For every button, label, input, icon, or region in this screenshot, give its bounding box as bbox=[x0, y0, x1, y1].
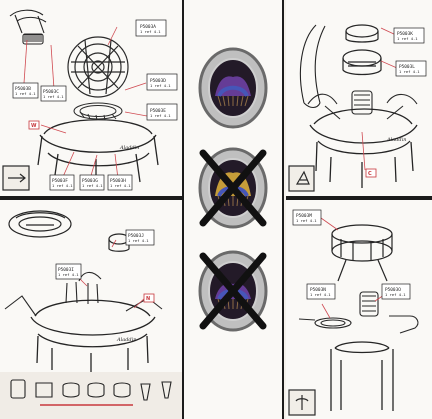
top-right-panel: P5003K 1 ref 4.1 P5003L 1 ref 4.1 C Alad… bbox=[286, 0, 432, 196]
burner-rib bbox=[236, 95, 239, 107]
flame-spreader-ring bbox=[73, 102, 123, 121]
burner-rib bbox=[217, 95, 222, 107]
marker-c: C bbox=[365, 168, 377, 178]
svg-text:1 ref 4.1: 1 ref 4.1 bbox=[296, 218, 317, 223]
svg-text:1 ref 4.1: 1 ref 4.1 bbox=[397, 36, 418, 41]
svg-text:1 ref 4.1: 1 ref 4.1 bbox=[52, 183, 73, 188]
cross-mark-line bbox=[199, 252, 267, 330]
svg-text:P5003G: P5003G bbox=[82, 178, 98, 184]
lamp-tools-strip bbox=[0, 372, 182, 419]
burner-top-illustration bbox=[67, 36, 129, 98]
part-label-p5003n: P5003N 1 ref 4.1 bbox=[306, 283, 336, 300]
svg-text:P5003B: P5003B bbox=[15, 86, 31, 92]
gallery-lid-illustration bbox=[8, 210, 72, 238]
top-right-corner-icon bbox=[288, 165, 315, 192]
gallery-ring-illustration bbox=[331, 224, 393, 282]
part-label-p5003g: P5003G 1 ref 4.1 bbox=[79, 174, 105, 191]
svg-text:1 ref 4.1: 1 ref 4.1 bbox=[150, 83, 171, 88]
svg-text:1 ref 4.1: 1 ref 4.1 bbox=[310, 292, 331, 297]
svg-text:Aladdin: Aladdin bbox=[116, 337, 136, 343]
svg-text:P5003A: P5003A bbox=[140, 24, 156, 30]
svg-text:P5003K: P5003K bbox=[397, 31, 413, 37]
chimney-removal-diagram: P5003K 1 ref 4.1 P5003L 1 ref 4.1 C Alad… bbox=[286, 0, 432, 196]
vertical-divider-right bbox=[282, 0, 284, 419]
svg-text:1 ref 4.1: 1 ref 4.1 bbox=[58, 272, 79, 277]
bottom-right-panel: P5003M 1 ref 4.1 P5003N 1 ref 4.1 P5003O… bbox=[286, 200, 432, 419]
svg-text:1 ref 4.1: 1 ref 4.1 bbox=[82, 183, 103, 188]
lamp-burner-assembly-diagram: P5003A 1 ref 4.1 P5003B 1 ref 4.1 P5003C… bbox=[0, 0, 182, 196]
bottom-right-corner-icon bbox=[288, 389, 316, 416]
svg-text:P5003N: P5003N bbox=[310, 287, 326, 293]
tool-and-hand-illustration bbox=[298, 315, 419, 334]
svg-text:P5003F: P5003F bbox=[52, 178, 68, 184]
flame-window-correct bbox=[198, 47, 268, 129]
svg-text:P5003M: P5003M bbox=[296, 213, 312, 219]
top-left-panel: P5003A 1 ref 4.1 P5003B 1 ref 4.1 P5003C… bbox=[0, 0, 182, 196]
svg-text:1 ref 4.1: 1 ref 4.1 bbox=[385, 292, 406, 297]
chimney-and-wick-installation-diagram: P5003I 1 ref 4.1 P5003J 1 ref 4.1 N bbox=[0, 200, 182, 419]
part-label-p5003k: P5003K 1 ref 4.1 bbox=[393, 27, 425, 44]
burner-rib bbox=[244, 95, 249, 107]
wick-raiser-illustration bbox=[314, 291, 379, 329]
svg-text:1 ref 4.1: 1 ref 4.1 bbox=[128, 238, 149, 243]
hand-held-wick-illustration bbox=[9, 9, 47, 45]
part-label-p5003e: P5003E 1 ref 4.1 bbox=[146, 103, 178, 121]
svg-text:1 ref 4.1: 1 ref 4.1 bbox=[43, 94, 64, 99]
burner-rib bbox=[240, 95, 244, 107]
bottom-left-corner-icon bbox=[2, 165, 30, 191]
flame-window-too-low bbox=[198, 250, 268, 332]
svg-text:1 ref 4.1: 1 ref 4.1 bbox=[110, 183, 131, 188]
flame-core bbox=[217, 85, 249, 98]
svg-text:Aladdin: Aladdin bbox=[386, 137, 406, 143]
part-label-p5003c: P5003C 1 ref 4.1 bbox=[40, 85, 67, 102]
svg-text:1 ref 4.1: 1 ref 4.1 bbox=[150, 113, 171, 118]
middle-flame-panel bbox=[184, 0, 282, 419]
part-label-p5003f: P5003F 1 ref 4.1 bbox=[49, 174, 75, 191]
burner-rib bbox=[227, 95, 230, 107]
part-label-p5003b: P5003B 1 ref 4.1 bbox=[12, 82, 39, 99]
svg-text:P5003I: P5003I bbox=[58, 267, 74, 273]
part-label-p5003m: P5003M 1 ref 4.1 bbox=[292, 209, 322, 226]
svg-text:C: C bbox=[368, 171, 372, 177]
svg-text:P5003H: P5003H bbox=[110, 178, 126, 184]
svg-text:P5003C: P5003C bbox=[43, 89, 59, 95]
svg-text:P5003J: P5003J bbox=[128, 233, 144, 239]
burner-cap-illustration bbox=[342, 24, 382, 76]
hands-removing-chimney-illustration bbox=[307, 90, 418, 120]
cross-mark-line bbox=[199, 149, 267, 227]
mantle-and-burner-assembly-diagram: P5003M 1 ref 4.1 P5003N 1 ref 4.1 P5003O… bbox=[286, 200, 432, 419]
part-label-p5003j: P5003J 1 ref 4.1 bbox=[125, 229, 155, 246]
part-label-p5003i: P5003I 1 ref 4.1 bbox=[55, 263, 82, 280]
svg-text:W: W bbox=[31, 123, 37, 129]
marker-w: W bbox=[28, 120, 40, 130]
lamp-base-bottom-right-illustration bbox=[330, 341, 394, 411]
svg-text:1 ref 4.1: 1 ref 4.1 bbox=[15, 91, 36, 96]
marker-n: N bbox=[143, 293, 155, 303]
bottom-left-panel: P5003I 1 ref 4.1 P5003J 1 ref 4.1 N bbox=[0, 200, 182, 419]
svg-text:P5003L: P5003L bbox=[399, 64, 415, 70]
part-label-p5003l: P5003L 1 ref 4.1 bbox=[395, 60, 427, 77]
svg-text:1 ref 4.1: 1 ref 4.1 bbox=[140, 29, 161, 34]
callout-lines-top-right bbox=[361, 27, 398, 171]
svg-text:P5003O: P5003O bbox=[385, 287, 401, 293]
part-label-p5003h: P5003H 1 ref 4.1 bbox=[107, 174, 133, 191]
flame-window-too-high bbox=[198, 147, 268, 229]
svg-text:N: N bbox=[146, 296, 150, 302]
lamp-body-base-illustration bbox=[37, 119, 159, 186]
svg-text:1 ref 4.1: 1 ref 4.1 bbox=[399, 69, 420, 74]
svg-text:P5003E: P5003E bbox=[150, 108, 166, 114]
svg-text:Aladdin: Aladdin bbox=[119, 145, 139, 151]
svg-text:P5003D: P5003D bbox=[150, 78, 166, 84]
lamp-base-with-wick-illustration bbox=[30, 299, 156, 373]
burner-rib bbox=[222, 95, 226, 107]
flame-adjustment-comparison bbox=[184, 0, 282, 419]
part-label-p5003a: P5003A 1 ref 4.1 bbox=[135, 19, 167, 37]
part-label-p5003o: P5003O 1 ref 4.1 bbox=[381, 283, 411, 300]
part-label-p5003d: P5003D 1 ref 4.1 bbox=[146, 73, 178, 91]
